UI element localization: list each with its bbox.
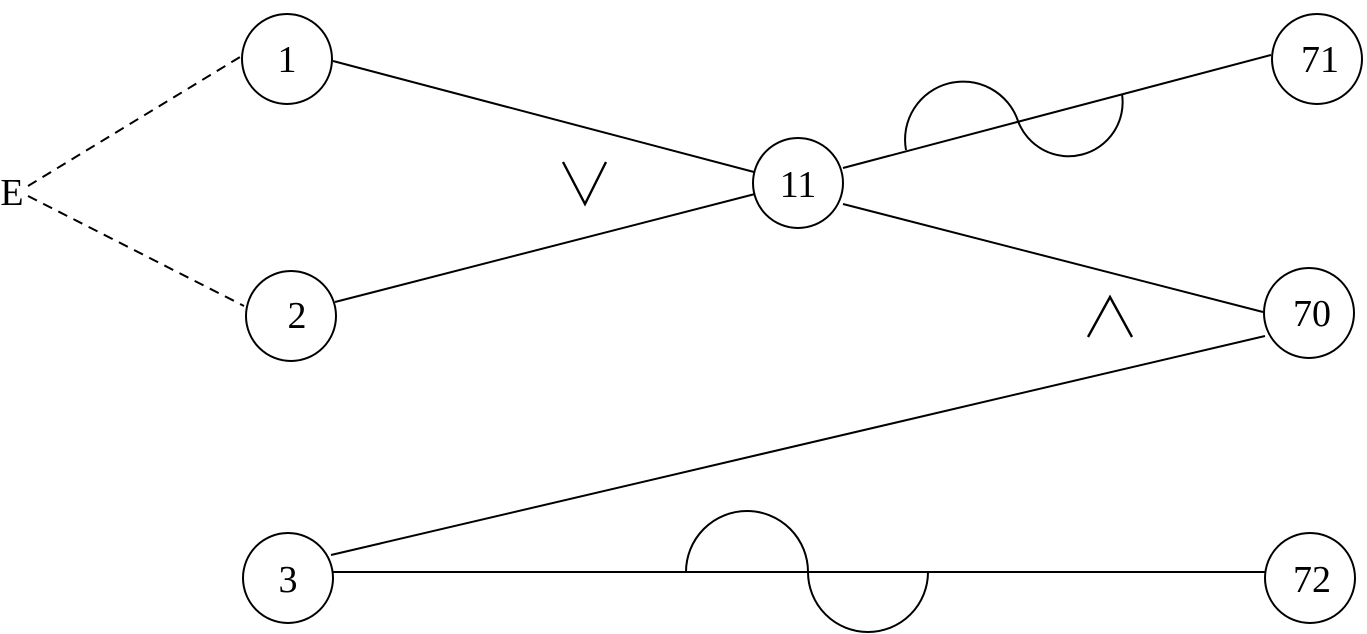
node-1: 1 [241, 13, 333, 105]
node-70: 70 [1263, 267, 1355, 359]
edge-11-70 [842, 203, 1264, 313]
edge-3-70 [330, 335, 1266, 556]
edge-e-2 [27, 195, 245, 307]
start-label: E [0, 172, 23, 214]
node-72: 72 [1264, 532, 1356, 624]
node-2: 2 [245, 270, 337, 362]
node-11: 11 [752, 137, 844, 229]
node-1-label: 1 [278, 39, 297, 81]
wave-marker-11-71 [904, 80, 1124, 158]
node-3-label: 3 [279, 559, 298, 601]
and-symbol [1086, 294, 1134, 338]
edge-11-71 [842, 54, 1272, 169]
node-70-label: 70 [1293, 293, 1331, 335]
or-symbol [561, 161, 608, 207]
wave-marker-3-72 [685, 510, 929, 633]
node-2-label: 2 [288, 295, 307, 337]
node-71: 71 [1271, 13, 1363, 105]
edge-e-1 [27, 56, 241, 187]
node-3: 3 [242, 532, 334, 624]
node-71-label: 71 [1301, 39, 1339, 81]
node-72-label: 72 [1293, 559, 1331, 601]
node-11-label: 11 [780, 164, 817, 206]
edge-1-11 [332, 60, 755, 173]
edge-2-11 [334, 193, 756, 303]
